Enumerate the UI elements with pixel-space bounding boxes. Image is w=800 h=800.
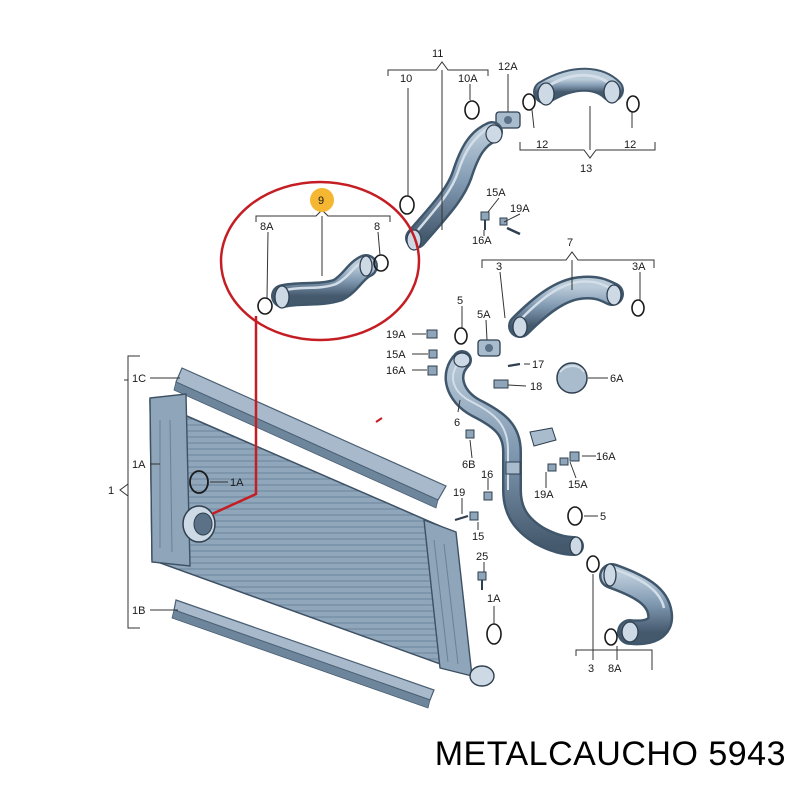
- sensor-5a: [477, 339, 501, 357]
- label-15-low: 15: [472, 531, 484, 543]
- label-1c: 1C: [132, 373, 146, 385]
- leader-lines: [119, 61, 656, 670]
- label-8a-bottom: 8A: [608, 663, 622, 675]
- label-16-mid: 16: [481, 469, 493, 481]
- highlight-circle: [219, 180, 421, 342]
- hose-3: [599, 563, 674, 646]
- label-13: 13: [580, 163, 592, 175]
- label-15a-mid: 15A: [386, 349, 406, 361]
- bolts-15a-16a-19a-top: [480, 211, 521, 236]
- label-19-low: 19: [453, 487, 465, 499]
- label-12a: 12A: [498, 61, 518, 73]
- o-ring-1a-intercooler: [189, 470, 209, 494]
- hose-9: [271, 254, 378, 309]
- label-1: 1: [108, 485, 114, 497]
- o-ring-5-low: [567, 506, 583, 526]
- label-18: 18: [530, 381, 542, 393]
- o-rings-bottom: [486, 555, 618, 646]
- label-10a: 10A: [458, 73, 478, 85]
- label-1a-gasket: 1A: [230, 477, 244, 489]
- label-1a-low: 1A: [487, 593, 501, 605]
- label-17: 17: [532, 359, 544, 371]
- o-ring-3a: [631, 299, 645, 317]
- label-19a-mid: 19A: [386, 329, 406, 341]
- label-5a: 5A: [477, 309, 491, 321]
- highlight-callout: [211, 180, 421, 516]
- label-19a-top: 19A: [510, 203, 530, 215]
- label-8a-top: 8A: [260, 221, 274, 233]
- label-15a-right: 15A: [568, 479, 588, 491]
- label-9: 9: [318, 195, 324, 207]
- label-6: 6: [454, 417, 460, 429]
- bolts-mid: [426, 329, 580, 590]
- hose-13: [533, 67, 624, 106]
- label-12-left: 12: [536, 139, 548, 151]
- o-ring-8-top: [373, 254, 389, 272]
- o-ring-10a: [464, 100, 480, 120]
- label-8-top: 8: [374, 221, 380, 233]
- part-labels: 11 10 10A 12A 12 12 13 9 8A 8 15A 19A 16…: [108, 48, 646, 675]
- label-11: 11: [432, 48, 443, 60]
- cap-6a: [556, 362, 588, 394]
- o-rings-12: [522, 93, 640, 113]
- label-10: 10: [400, 73, 412, 85]
- label-1b: 1B: [132, 605, 145, 617]
- label-7: 7: [567, 237, 573, 249]
- label-6a: 6A: [610, 373, 624, 385]
- label-16a-right: 16A: [596, 451, 616, 463]
- label-5-top: 5: [457, 295, 463, 307]
- label-1a-left: 1A: [132, 459, 146, 471]
- label-3-top: 3: [496, 261, 502, 273]
- part-badge-9: [310, 188, 334, 212]
- o-ring-8a-top: [257, 297, 273, 315]
- label-5-low: 5: [600, 511, 606, 523]
- label-16a-mid: 16A: [386, 365, 406, 377]
- label-6b: 6B: [462, 459, 475, 471]
- hose-7: [508, 275, 624, 338]
- o-ring-5-mid: [454, 327, 468, 345]
- label-3a: 3A: [632, 261, 646, 273]
- label-15a-top: 15A: [486, 187, 506, 199]
- highlight-mark: [375, 417, 383, 423]
- intercooler: [149, 367, 495, 709]
- product-caption: METALCAUCHO 5943: [434, 735, 786, 773]
- highlight-leader: [211, 316, 258, 516]
- sensor-12a: [495, 111, 521, 129]
- label-3-bottom: 3: [588, 663, 594, 675]
- label-12-right: 12: [624, 139, 636, 151]
- label-16a-top: 16A: [472, 235, 492, 247]
- o-ring-10: [399, 195, 415, 215]
- pipe-6: [444, 350, 584, 556]
- label-19a-right: 19A: [534, 489, 554, 501]
- label-25: 25: [476, 551, 488, 563]
